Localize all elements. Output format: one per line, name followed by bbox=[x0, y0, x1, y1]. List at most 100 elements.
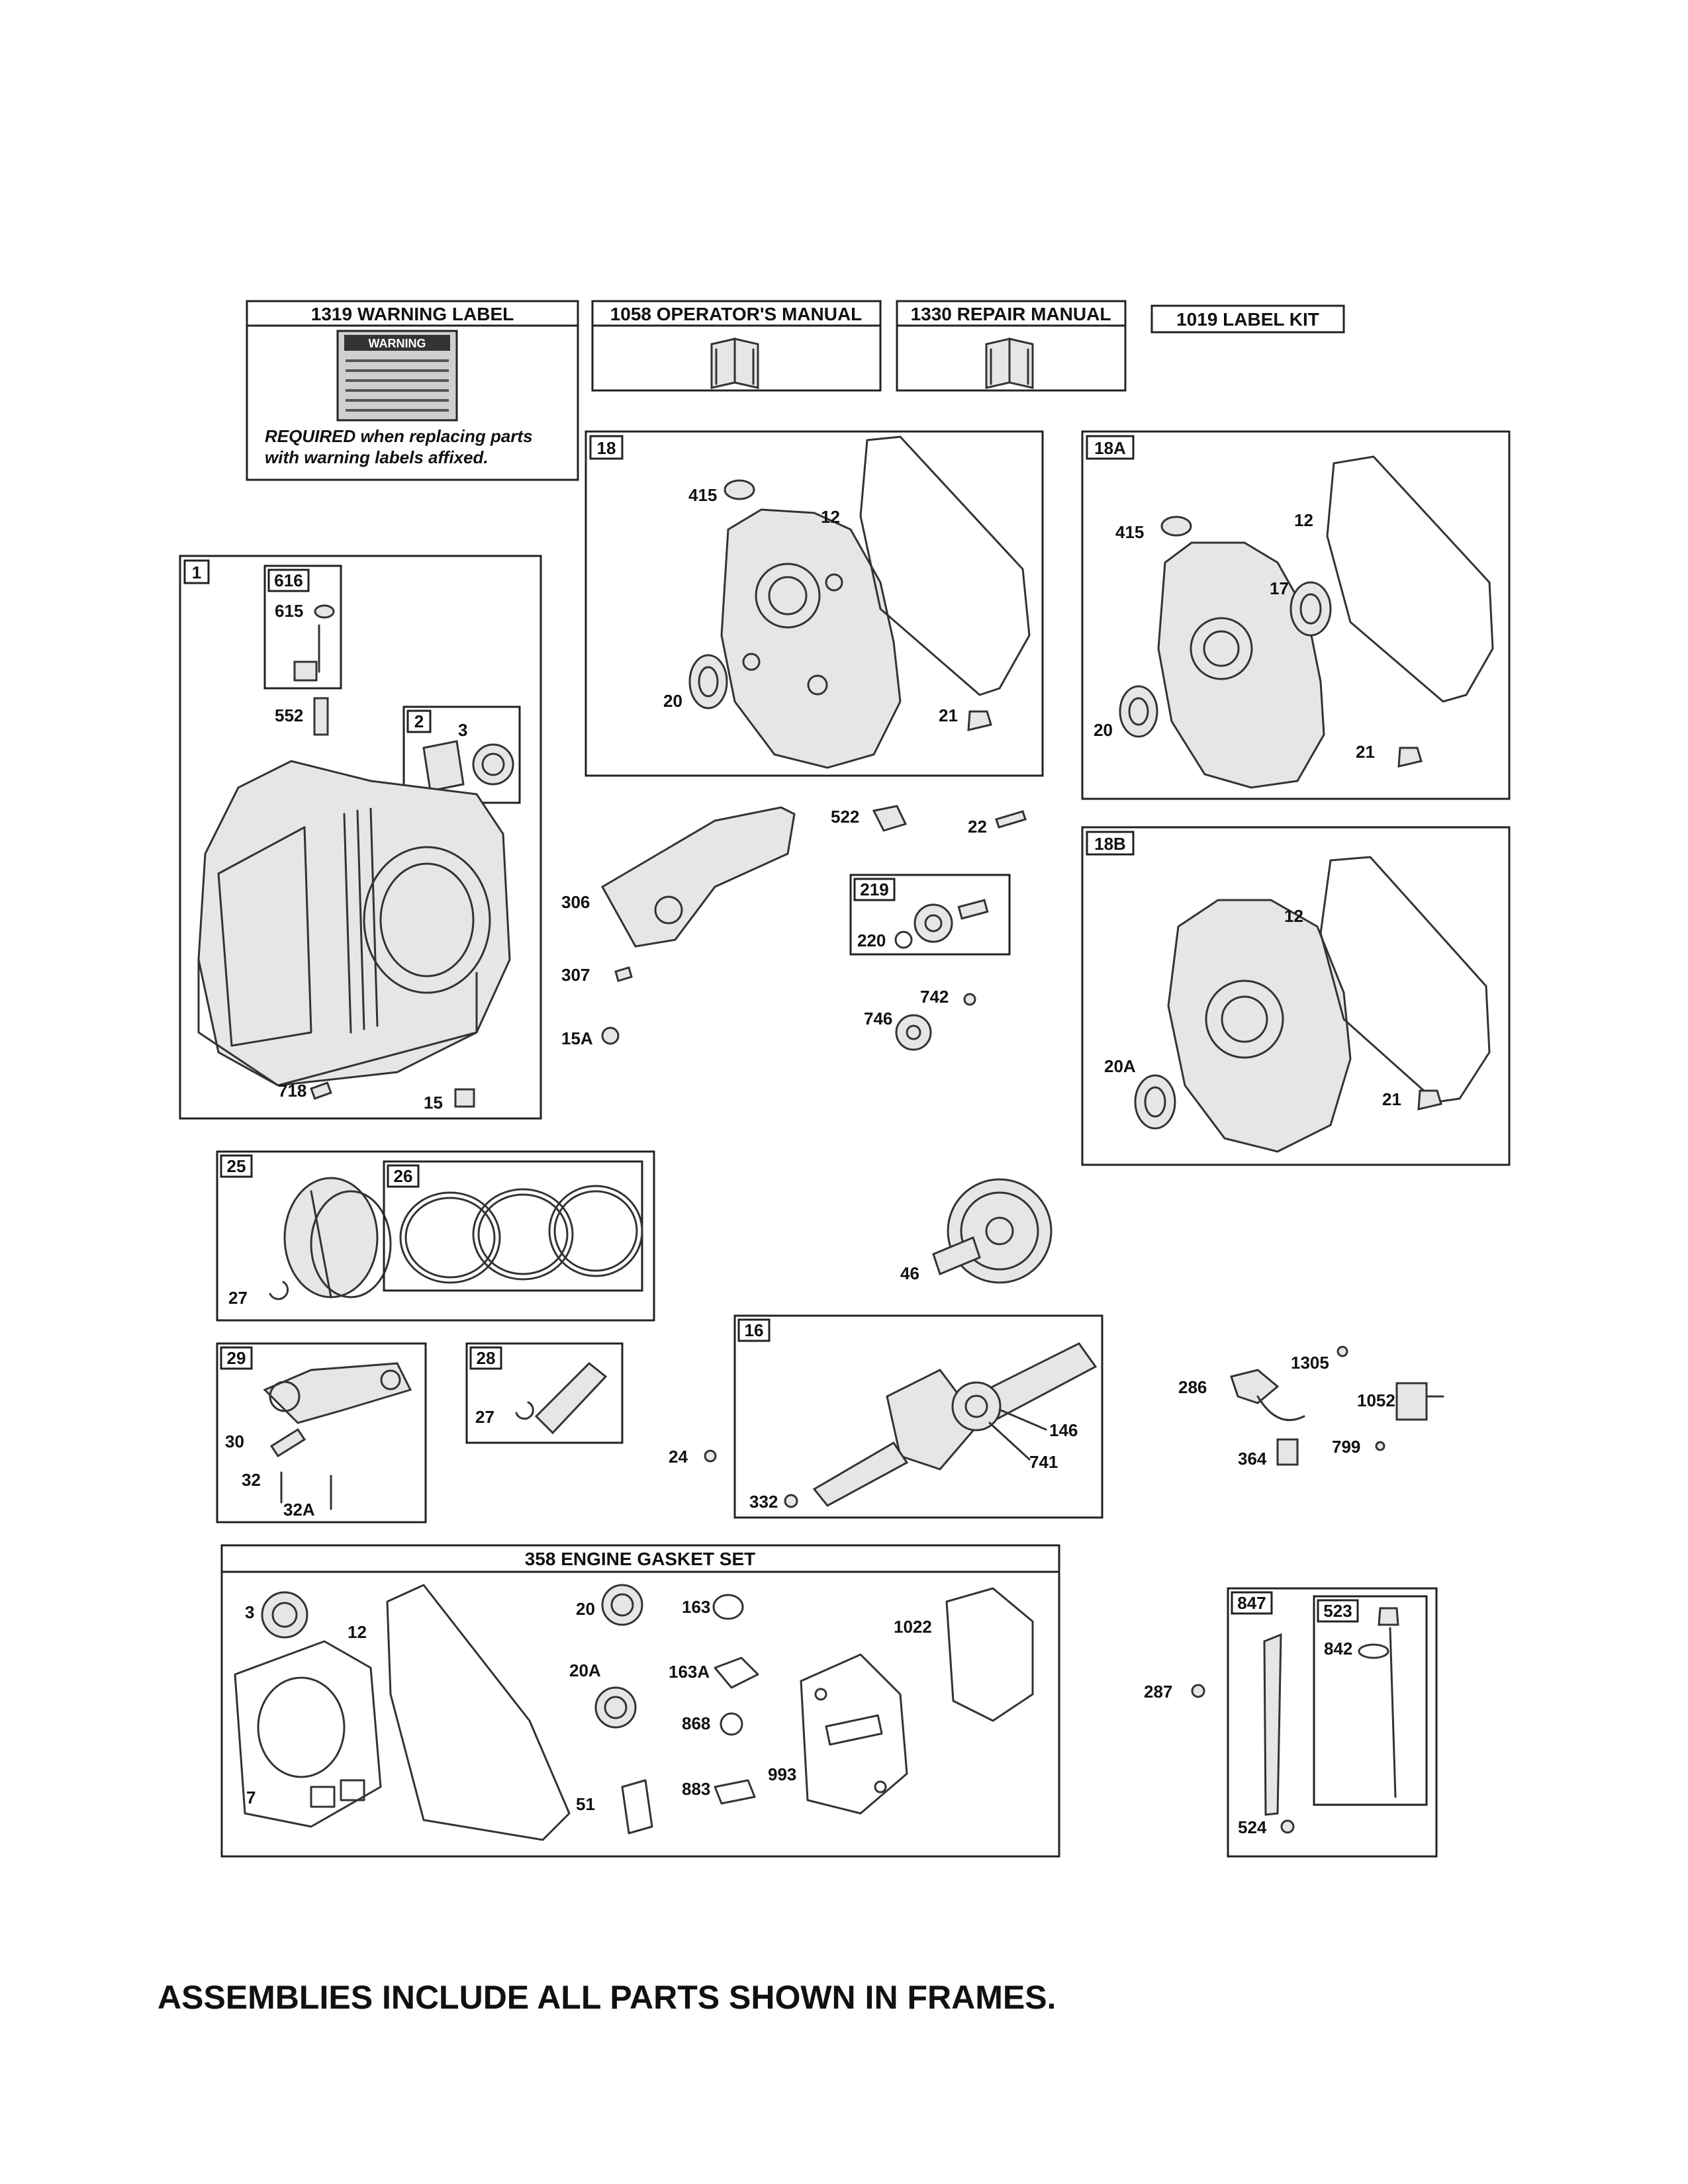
plug-part bbox=[1160, 516, 1192, 537]
callout-21: 21 bbox=[1382, 1089, 1401, 1109]
callout-30: 30 bbox=[225, 1432, 244, 1451]
callout-20A: 20A bbox=[1104, 1056, 1136, 1076]
callout-552: 552 bbox=[275, 705, 303, 725]
callout-1052: 1052 bbox=[1357, 1390, 1395, 1410]
warning-note-line1: REQUIRED when replacing parts bbox=[265, 426, 533, 446]
frame-tag: 523 bbox=[1323, 1601, 1352, 1621]
frame-523-dipstick: 523 842 bbox=[1313, 1595, 1428, 1806]
gasket-part bbox=[720, 1712, 743, 1736]
dipper-part bbox=[269, 1428, 306, 1458]
callout-32A: 32A bbox=[283, 1500, 315, 1520]
callout-799: 799 bbox=[1332, 1437, 1360, 1457]
gasket-part bbox=[621, 1779, 653, 1835]
crankcase-cover-part bbox=[720, 508, 902, 769]
frame-tag: 219 bbox=[860, 880, 888, 899]
label-kit-header: 1019 LABEL KIT bbox=[1176, 309, 1319, 330]
book-icon bbox=[985, 338, 1034, 389]
frame-25-piston: 25 27 26 bbox=[216, 1150, 655, 1322]
callout-993: 993 bbox=[768, 1764, 796, 1784]
repair-manual-frame: 1330 REPAIR MANUAL bbox=[896, 300, 1127, 392]
callout-307: 307 bbox=[561, 965, 590, 985]
callout-286: 286 bbox=[1178, 1377, 1207, 1397]
callout-32: 32 bbox=[242, 1470, 261, 1490]
screw-part bbox=[614, 966, 633, 982]
callout-12: 12 bbox=[821, 507, 840, 527]
callout-742: 742 bbox=[920, 987, 949, 1007]
sensor-part bbox=[1276, 1438, 1299, 1466]
callout-718: 718 bbox=[278, 1081, 306, 1101]
loose-parts-right: 1305 286 1052 364 799 bbox=[1178, 1345, 1444, 1469]
callout-1022: 1022 bbox=[894, 1617, 932, 1637]
crankcase-cover-part bbox=[1167, 899, 1352, 1153]
callout-868: 868 bbox=[682, 1713, 710, 1733]
frame-29-connecting-rod: 29 30 32 32A bbox=[216, 1342, 427, 1524]
gasket-part bbox=[714, 1657, 759, 1689]
callout-21: 21 bbox=[1356, 742, 1375, 762]
warning-label-graphic: WARNING bbox=[336, 330, 458, 422]
frame-219-governor: 219 220 bbox=[849, 874, 1011, 956]
frame-18-crankcase-cover: 18 415 12 20 21 bbox=[585, 430, 1044, 777]
frame-tag: 16 bbox=[745, 1320, 764, 1340]
frame-18A-crankcase-cover: 18A 415 12 17 20 21 bbox=[1081, 430, 1511, 800]
callout-842: 842 bbox=[1324, 1639, 1352, 1659]
frame-28-piston-pin: 28 27 bbox=[465, 1342, 624, 1444]
operators-manual-header: 1058 OPERATOR'S MANUAL bbox=[610, 304, 863, 324]
oil-seal-part bbox=[601, 1584, 643, 1626]
loose-parts-middle: 306 307 15A 522 22 219 220 742 746 bbox=[561, 805, 1053, 1284]
footer-note: ASSEMBLIES INCLUDE ALL PARTS SHOWN IN FR… bbox=[158, 1979, 1056, 2016]
frame-26-piston-rings: 26 bbox=[383, 1160, 643, 1292]
callout-27: 27 bbox=[228, 1288, 248, 1308]
frame-616-breather: 616 615 bbox=[263, 565, 342, 690]
callout-220: 220 bbox=[857, 931, 886, 950]
callout-15A: 15A bbox=[561, 1028, 593, 1048]
crankcase-cover-part bbox=[1157, 541, 1325, 789]
callout-20: 20 bbox=[663, 691, 682, 711]
callout-163: 163 bbox=[682, 1597, 710, 1617]
callout-3: 3 bbox=[458, 720, 467, 740]
gasket-part bbox=[1319, 856, 1491, 1103]
plug-part bbox=[1397, 747, 1423, 768]
frame-358-engine-gasket-set: 358 ENGINE GASKET SET 3 7 12 20 20A 51 1… bbox=[220, 1544, 1060, 1858]
frame-tag: 18B bbox=[1094, 834, 1126, 854]
warning-note-line2: with warning labels affixed. bbox=[265, 447, 489, 467]
warning-mini-title: WARNING bbox=[369, 337, 426, 350]
frame-tag: 847 bbox=[1237, 1593, 1266, 1613]
callout-364: 364 bbox=[1238, 1449, 1267, 1469]
dipstick-tube-part bbox=[1263, 1633, 1282, 1816]
gasket-set-header: 358 ENGINE GASKET SET bbox=[525, 1549, 756, 1569]
oil-seal-part bbox=[688, 654, 728, 709]
screw-part bbox=[1375, 1441, 1385, 1451]
switch-part bbox=[1230, 1369, 1280, 1404]
callout-415: 415 bbox=[688, 485, 717, 505]
clip-part bbox=[872, 805, 908, 832]
callout-746: 746 bbox=[864, 1009, 892, 1028]
repair-manual-header: 1330 REPAIR MANUAL bbox=[911, 304, 1111, 324]
gear-part bbox=[895, 1014, 932, 1051]
warning-label-frame: 1319 WARNING LABEL WARNING REQUIRED when… bbox=[246, 300, 579, 481]
connecting-rod-part bbox=[263, 1362, 412, 1424]
callout-615: 615 bbox=[275, 601, 303, 621]
frame-tag: 616 bbox=[274, 570, 303, 590]
gasket-part bbox=[859, 435, 1031, 696]
callout-287: 287 bbox=[1144, 1682, 1172, 1702]
operators-manual-frame: 1058 OPERATOR'S MANUAL bbox=[591, 300, 882, 392]
plug-part bbox=[601, 1026, 620, 1045]
frame-tag: 1 bbox=[192, 563, 201, 582]
callout-17: 17 bbox=[1270, 578, 1289, 598]
frame-tag: 18 bbox=[597, 438, 616, 458]
valve-cover-gasket-part bbox=[800, 1653, 908, 1815]
callout-883: 883 bbox=[682, 1779, 710, 1799]
valve-guide-part bbox=[313, 697, 329, 736]
callout-20: 20 bbox=[1094, 720, 1113, 740]
screw-part bbox=[1191, 1684, 1205, 1698]
oil-seal-part bbox=[261, 1591, 308, 1639]
callout-1305: 1305 bbox=[1291, 1353, 1329, 1373]
callout-46: 46 bbox=[900, 1263, 919, 1283]
callout-7: 7 bbox=[246, 1788, 256, 1807]
callout-12: 12 bbox=[348, 1622, 367, 1642]
solenoid-part bbox=[1395, 1382, 1428, 1421]
callout-3: 3 bbox=[245, 1602, 254, 1622]
callout-146: 146 bbox=[1049, 1420, 1078, 1440]
frame-tag: 2 bbox=[414, 711, 424, 731]
